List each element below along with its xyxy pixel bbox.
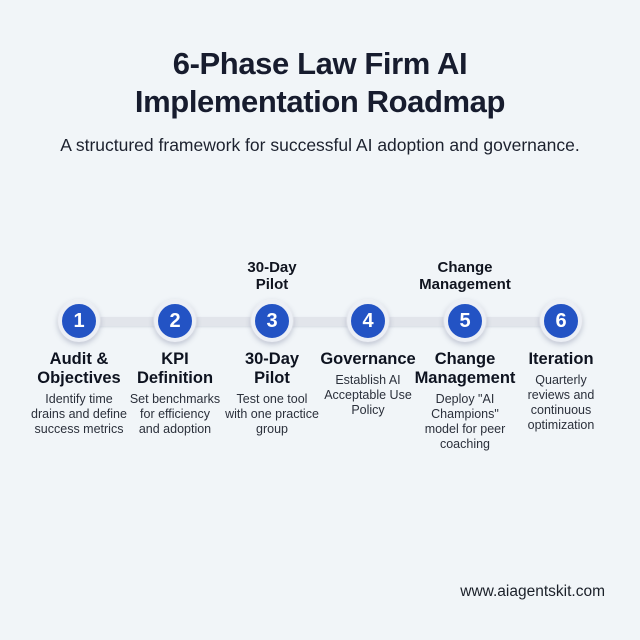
phase-title: KPI Definition <box>136 350 214 387</box>
phase-number-badge: 5 <box>444 300 486 342</box>
phase-title: Governance <box>320 350 416 368</box>
website-url: www.aiagentskit.com <box>460 583 605 600</box>
phase-4-governance: 4 Governance Establish AI Acceptable Use… <box>310 254 426 418</box>
phase-above-label: Change Management <box>419 259 511 293</box>
phase-6-iteration: 6 Iteration Quarterly reviews and contin… <box>503 254 619 433</box>
phase-description: Test one tool with one practice group <box>225 392 319 436</box>
phase-description: Identify time drains and define success … <box>31 392 127 436</box>
phase-3-30-day-pilot: 30-Day Pilot 3 30-Day Pilot Test one too… <box>214 254 330 437</box>
timeline-track <box>79 317 561 326</box>
phase-number-badge: 2 <box>154 300 196 342</box>
phase-above-label: 30-Day Pilot <box>247 259 297 293</box>
phase-title: Audit & Objectives <box>37 350 121 387</box>
phase-number-badge: 1 <box>58 300 100 342</box>
phase-number-badge: 3 <box>251 300 293 342</box>
phase-title: 30-Day Pilot <box>244 350 300 387</box>
phase-description: Quarterly reviews and continuous optimiz… <box>527 373 595 432</box>
phase-title: Change Management <box>414 350 516 387</box>
phase-description: Deploy "AI Champions" model for peer coa… <box>424 392 506 451</box>
phase-5-change-management: Change Management 5 Change Management De… <box>407 254 523 452</box>
phase-1-audit-objectives: 1 Audit & Objectives Identify time drain… <box>21 254 137 437</box>
phase-description: Establish AI Acceptable Use Policy <box>324 373 412 417</box>
page-title: 6-Phase Law Firm AI Implementation Roadm… <box>134 46 506 119</box>
phase-number-badge: 6 <box>540 300 582 342</box>
phase-title: Iteration <box>528 350 594 368</box>
page-subtitle: A structured framework for successful AI… <box>60 135 580 155</box>
phase-description: Set benchmarks for efficiency and adopti… <box>129 392 221 436</box>
phase-above-label <box>503 254 619 298</box>
phase-number-badge: 4 <box>347 300 389 342</box>
phase-2-kpi-definition: 2 KPI Definition Set benchmarks for effi… <box>117 254 233 437</box>
